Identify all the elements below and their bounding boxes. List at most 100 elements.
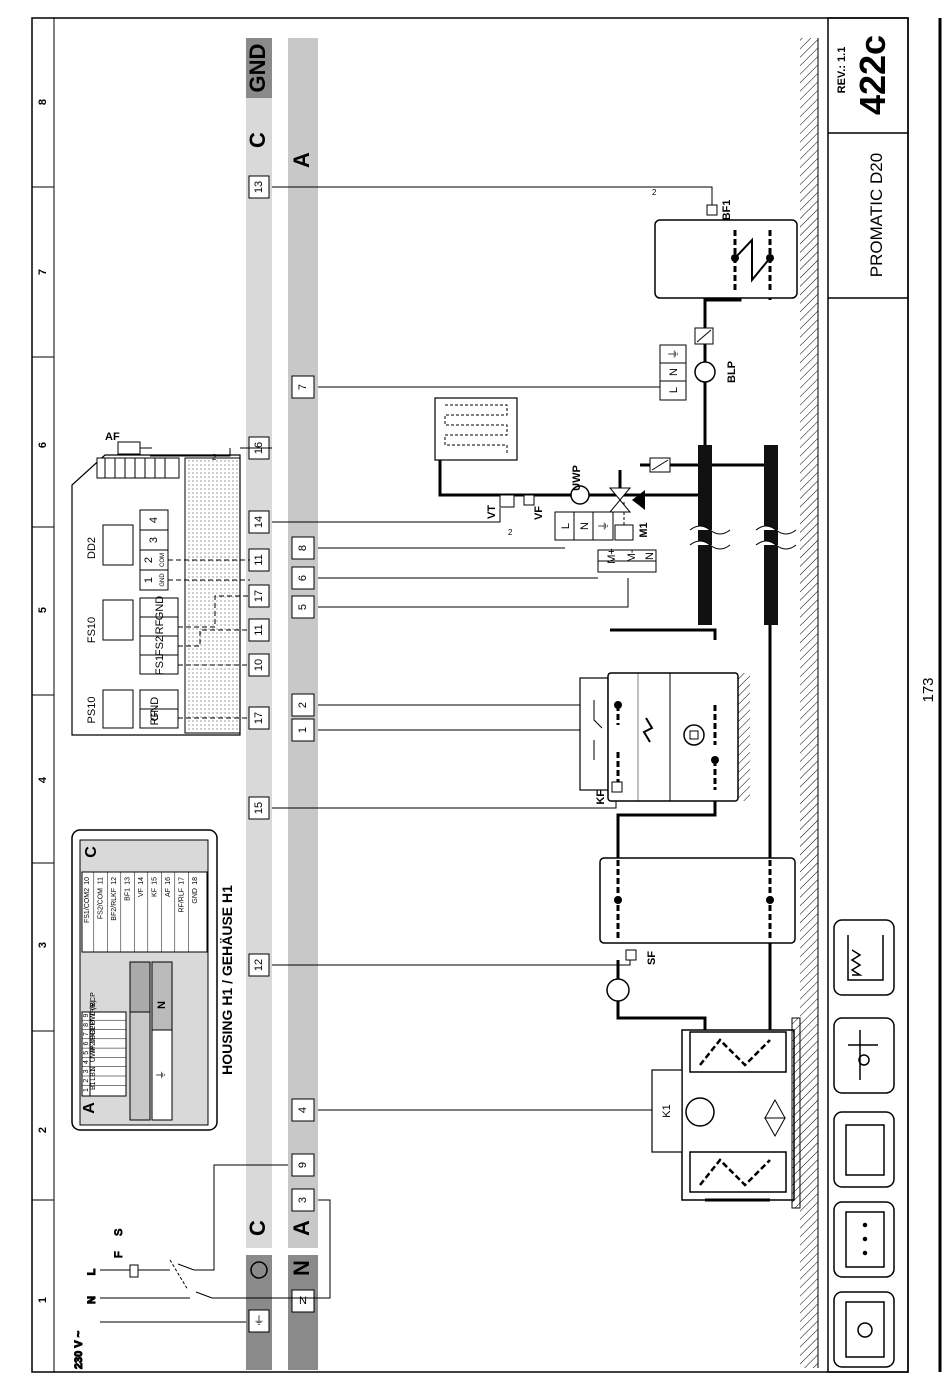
grid-ticks — [32, 186, 54, 1201]
uwp-pump-icon — [570, 485, 590, 505]
terminal-a-number: 4 — [297, 1107, 309, 1113]
uwp-label: UWP — [571, 465, 583, 491]
housing-a-label: UWP2/BCP — [90, 1025, 97, 1062]
terminal-c-number: 11 — [253, 624, 265, 635]
sf-sensor — [625, 949, 637, 961]
terminal-a-box — [291, 536, 315, 560]
buffer-tank: SF — [599, 857, 796, 965]
housing-a-number: 4 — [83, 1060, 90, 1064]
housing-a-label: L (R) — [90, 1000, 97, 1015]
terminal-c-number: 13 — [253, 181, 265, 193]
legend-icons — [833, 919, 895, 1368]
bf1-label: BF1 — [721, 200, 733, 221]
terminal-c-box — [248, 653, 270, 677]
housing-a-number: 5 — [83, 1051, 90, 1055]
n-terminal-label: N — [299, 1295, 307, 1307]
uwp-pin-n: N — [579, 522, 591, 530]
page-number: 173 — [920, 677, 937, 702]
earth-terminal-label: ⏚ — [254, 1314, 265, 1327]
housing-c-label: FS2/COM — [97, 888, 104, 919]
terminal-c-box — [248, 953, 270, 977]
af-wire-count: 2 — [212, 453, 217, 462]
ps10-device-icon — [102, 689, 134, 729]
hydraulic-separator — [689, 445, 797, 625]
diagram-code: 422c — [852, 35, 893, 115]
blp-pin-n: N — [668, 368, 680, 376]
blp-pin-l: L — [668, 387, 680, 393]
housing-c-label: FS1/COM2 — [84, 888, 91, 923]
terminal-a-box — [291, 693, 315, 717]
terminal-c-box — [248, 706, 270, 730]
housing-c-number: 11 — [97, 877, 104, 884]
vt-thermostat-icon — [499, 494, 515, 508]
housing-c-number: 18 — [192, 877, 199, 885]
vt-label: VT — [486, 505, 498, 519]
supply-wiring: 230 V ~ N L F S — [73, 1164, 331, 1370]
room-unit-wires — [168, 559, 250, 719]
terminal-a-number: 1 — [297, 727, 309, 733]
housing-a-number: 6 — [83, 1041, 90, 1045]
grid-label: 7 — [37, 269, 49, 275]
dd2-label: DD2 — [86, 537, 98, 559]
k1-label: K1 — [661, 1104, 673, 1117]
terminal-c-number: 10 — [253, 659, 265, 671]
rail-gnd-label: GND — [245, 44, 270, 93]
supply-pin-n: N — [86, 1296, 98, 1304]
terminal-a-number: 8 — [297, 545, 309, 551]
terminal-c-number: 17 — [253, 590, 265, 602]
mixer-pin-m-plus: M+ — [606, 548, 618, 564]
terminal-a-box — [291, 595, 315, 619]
uwp-pin-pe: ⏚ — [597, 521, 610, 532]
mixer-terminals: M+ M- N — [597, 548, 657, 573]
terminal-a-box — [291, 1098, 315, 1122]
af-sensor — [117, 441, 141, 455]
legend-boiler-icon — [833, 1111, 895, 1188]
af-label: AF — [105, 431, 120, 443]
n-terminal — [291, 1289, 315, 1313]
housing-a-label: BLP — [90, 1021, 97, 1035]
fs10-pin-rf: RF — [154, 619, 166, 634]
supply-voltage-label: 230 V ~ — [73, 1330, 85, 1369]
room-units: AF 2 PS10 GND RF FS10 GND RF FS2 FS1 DD2… — [71, 431, 241, 736]
legend-heat-pump-icon — [833, 1291, 895, 1368]
boiler: KF — [579, 672, 750, 805]
terminal-a-box — [291, 566, 315, 590]
fs10-pin-fs1: FS1 — [154, 655, 166, 675]
title-block: REV.: 1.1 422c PROMATIC D20 — [827, 17, 909, 1373]
rail-c — [246, 38, 272, 1248]
housing-c-label: BF1 — [124, 888, 131, 901]
blp-pump-icon — [694, 361, 716, 383]
housing-c-label: VF — [138, 888, 145, 897]
grid-label: 4 — [37, 776, 49, 783]
housing-a-label: M+ — [90, 1034, 97, 1044]
mixing-valve: M1 UWP — [570, 465, 650, 541]
ps10-pin-rf: RF — [149, 710, 161, 725]
mixer-pin-m-minus: M- — [626, 549, 638, 562]
fs10-device-icon — [102, 599, 134, 641]
earth-terminal — [248, 1309, 270, 1333]
sf-label: SF — [646, 951, 658, 965]
terminal-c-box — [248, 618, 270, 642]
k1-contactor — [651, 1069, 683, 1153]
vf-wire-count: 2 — [508, 528, 513, 537]
housing-a-letter: A — [81, 1102, 98, 1114]
fs10-pin-gnd: GND — [154, 596, 166, 621]
fuse-label: F — [113, 1251, 125, 1258]
burner-fan-icon — [683, 724, 705, 746]
blp-label: BLP — [726, 361, 738, 383]
dd2-sub-gnd: GND — [160, 573, 166, 587]
housing-c-label: RF/RLF — [178, 888, 185, 913]
rail-c-label-top: C — [245, 132, 270, 148]
m1-actuator — [614, 524, 634, 541]
housing-n: N — [156, 1001, 168, 1009]
grid-label: 3 — [37, 942, 49, 948]
rail-a — [288, 38, 318, 1248]
terminal-c-box — [248, 175, 270, 199]
grid-label: 8 — [37, 99, 49, 105]
blp-pump: BLP ⏚ N L — [659, 327, 738, 401]
housing-a-number: 2 — [83, 1079, 90, 1083]
floor-hatch — [800, 38, 818, 1368]
terminal-c-box — [248, 796, 270, 820]
